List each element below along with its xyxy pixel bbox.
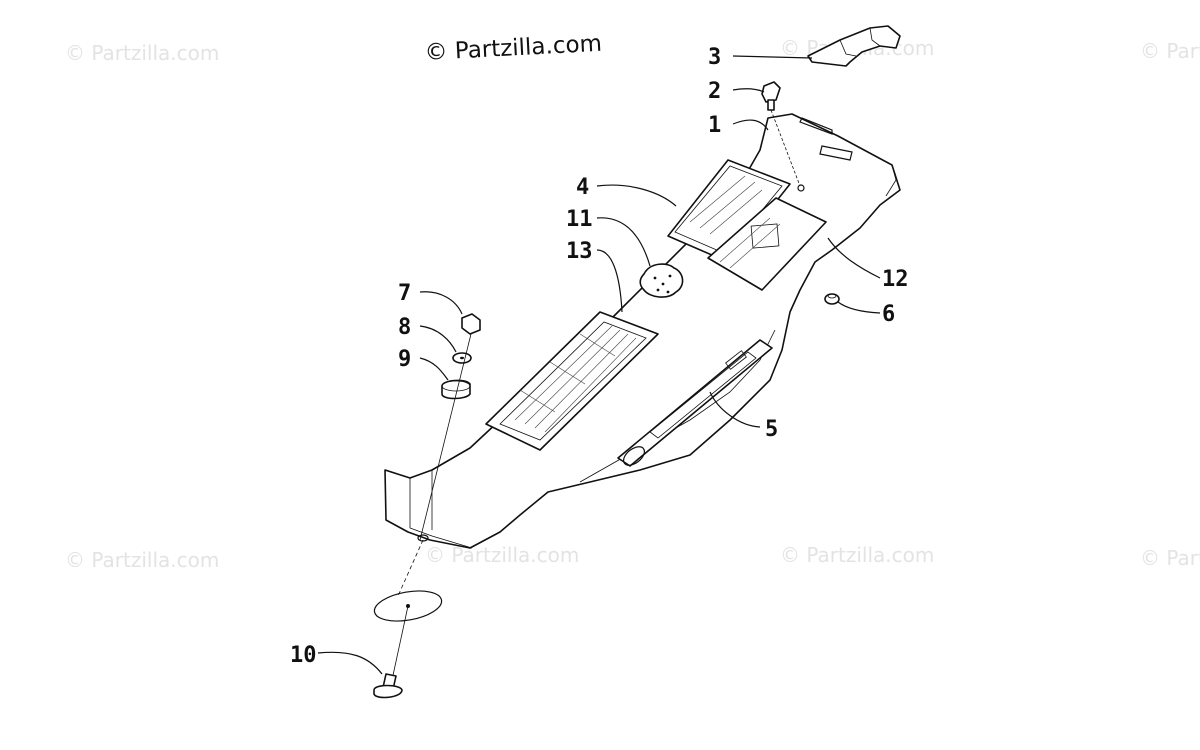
watermark: © Partzilla.com bbox=[1140, 546, 1200, 570]
foam-pad bbox=[639, 263, 684, 298]
watermark: © Partzilla.com bbox=[425, 543, 579, 567]
callout-4: 4 bbox=[576, 175, 589, 200]
callout-8: 8 bbox=[398, 315, 411, 340]
callout-7: 7 bbox=[398, 281, 411, 306]
callout-9: 9 bbox=[398, 347, 411, 372]
callouts: 3 2 1 4 11 13 7 8 9 10 12 6 5 bbox=[290, 45, 909, 668]
strip-decal bbox=[617, 339, 773, 467]
grommet-part bbox=[824, 293, 840, 305]
watermark-layer: © Partzilla.com © Partzilla.com © Partzi… bbox=[65, 36, 1200, 572]
warning-decal bbox=[667, 159, 791, 263]
callout-6: 6 bbox=[882, 302, 895, 327]
table-decal bbox=[485, 311, 659, 451]
copyright-label: © Partzilla.com bbox=[424, 31, 603, 66]
callout-12: 12 bbox=[882, 267, 909, 292]
callout-3: 3 bbox=[708, 45, 721, 70]
watermark: © Partzilla.com bbox=[65, 548, 219, 572]
fastener-stack bbox=[419, 313, 481, 541]
callout-2: 2 bbox=[708, 79, 721, 104]
callout-5: 5 bbox=[765, 417, 778, 442]
info-decal bbox=[707, 197, 827, 291]
leader-lines bbox=[317, 55, 881, 675]
callout-11: 11 bbox=[566, 207, 593, 232]
screw-assembly bbox=[373, 539, 443, 699]
watermark: © Partzilla.com bbox=[65, 41, 219, 65]
callout-10: 10 bbox=[290, 643, 317, 668]
bracket-part bbox=[807, 25, 901, 67]
callout-1: 1 bbox=[708, 113, 721, 138]
callout-13: 13 bbox=[566, 239, 593, 264]
watermark: © Partzilla.com bbox=[780, 543, 934, 567]
watermark: © Partzilla.com bbox=[1140, 39, 1200, 63]
bolt-part bbox=[761, 81, 801, 187]
